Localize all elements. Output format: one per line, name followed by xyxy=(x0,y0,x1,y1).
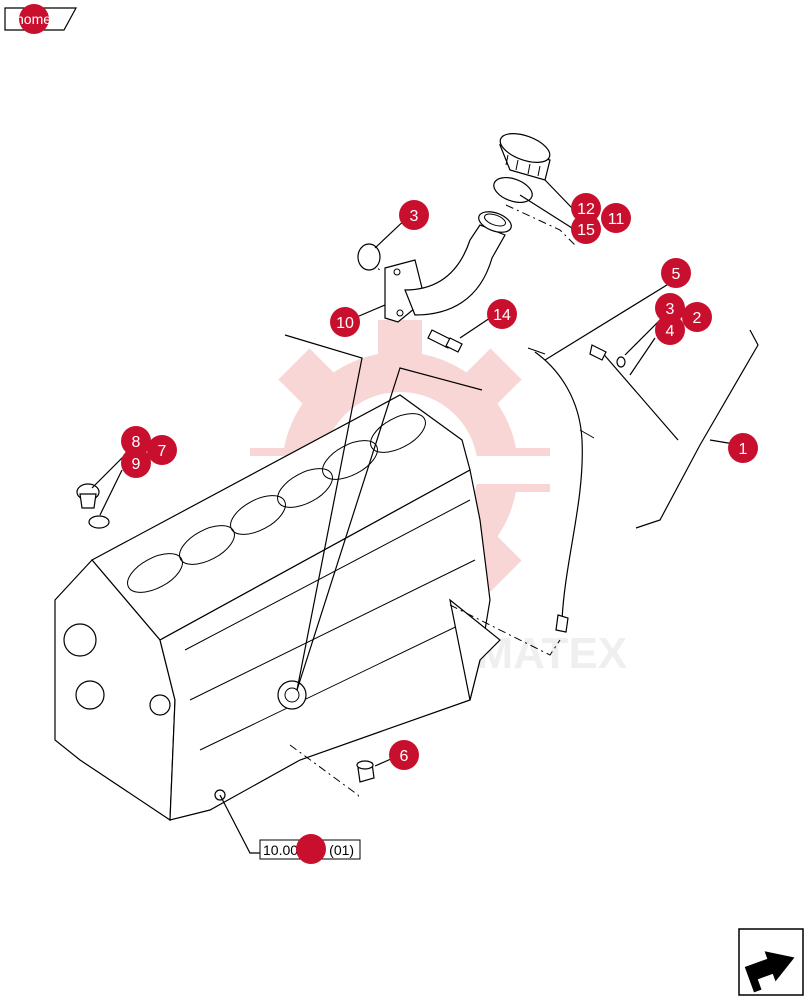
callout-2[interactable]: 2 xyxy=(682,302,712,332)
svg-text:7: 7 xyxy=(158,443,167,460)
callout-7[interactable]: 7 xyxy=(147,435,177,465)
drain-plug xyxy=(76,483,110,529)
callout-10[interactable]: 10 xyxy=(330,307,360,337)
callout-3-dipstick[interactable]: 3 xyxy=(655,293,685,323)
svg-text:15: 15 xyxy=(577,222,595,239)
dipstick-tube xyxy=(527,347,595,633)
home-label: home xyxy=(16,11,51,27)
callout-15[interactable]: 15 xyxy=(571,214,601,244)
oil-filler-tube xyxy=(384,211,512,323)
o-ring-upper xyxy=(357,243,381,271)
svg-text:12: 12 xyxy=(577,201,595,218)
callout-8[interactable]: 8 xyxy=(121,426,151,456)
svg-text:2: 2 xyxy=(693,310,702,327)
callout-4[interactable]: 4 xyxy=(655,315,685,345)
engine-block-drawing xyxy=(54,394,501,822)
svg-text:9: 9 xyxy=(132,456,141,473)
filler-gasket xyxy=(493,177,533,203)
callout-reference[interactable] xyxy=(296,834,326,864)
home-button[interactable]: home xyxy=(4,4,78,34)
callout-3-upper[interactable]: 3 xyxy=(399,200,429,230)
callout-5[interactable]: 5 xyxy=(661,258,691,288)
dipstick xyxy=(589,344,679,441)
leader-lines xyxy=(91,179,759,854)
callout-6[interactable]: 6 xyxy=(389,740,419,770)
svg-text:3: 3 xyxy=(410,208,419,225)
callout-14[interactable]: 14 xyxy=(487,299,517,329)
svg-text:5: 5 xyxy=(672,266,681,283)
svg-text:3: 3 xyxy=(666,301,675,318)
next-page-arrow-icon xyxy=(744,951,795,993)
callout-1[interactable]: 1 xyxy=(728,433,758,463)
bolt xyxy=(427,329,463,353)
callout-9[interactable]: 9 xyxy=(121,448,151,478)
filler-cap xyxy=(498,133,551,181)
callout-11[interactable]: 11 xyxy=(601,203,631,233)
callout-12[interactable]: 12 xyxy=(571,193,601,223)
svg-text:1: 1 xyxy=(739,441,748,458)
svg-text:6: 6 xyxy=(400,748,409,765)
svg-text:4: 4 xyxy=(666,323,675,340)
next-page-button[interactable] xyxy=(738,928,804,996)
cup-plug xyxy=(356,760,375,783)
svg-text:11: 11 xyxy=(608,211,625,228)
svg-text:8: 8 xyxy=(132,434,141,451)
svg-text:10: 10 xyxy=(336,315,354,332)
svg-text:14: 14 xyxy=(493,307,511,324)
